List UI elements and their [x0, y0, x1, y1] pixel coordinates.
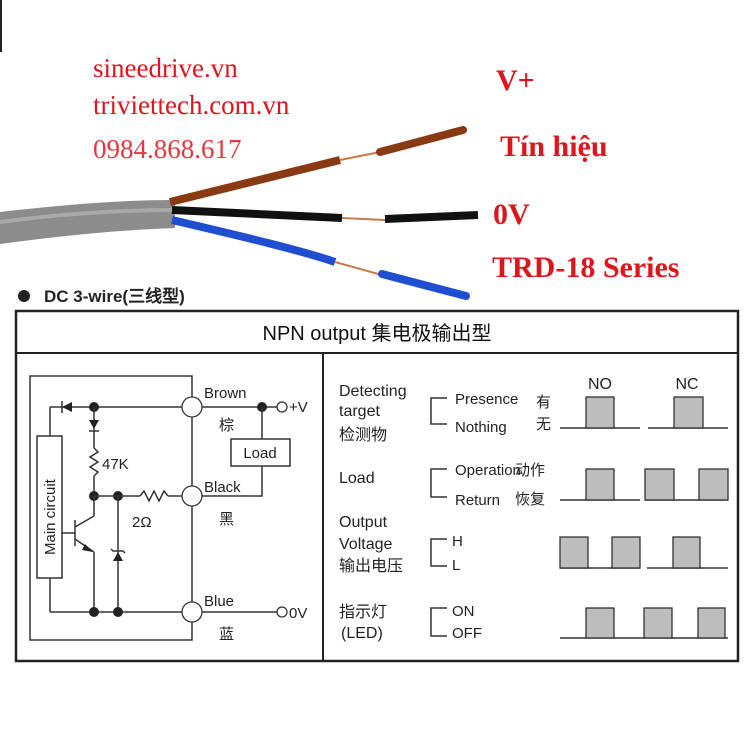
watermark-line: sineedrive.vn — [93, 53, 238, 83]
state-low-cn: 无 — [536, 416, 551, 433]
row-label: (LED) — [341, 625, 383, 642]
brown-wire — [169, 156, 341, 206]
label-vplus: V+ — [496, 64, 535, 97]
resistor-2ohm — [139, 489, 169, 503]
row-label: 输出电压 — [339, 557, 403, 575]
resistor-47k — [88, 447, 100, 477]
row-label: Load — [339, 470, 375, 487]
wiring-table — [14, 309, 740, 663]
state-low: Return — [455, 492, 500, 509]
pulse — [643, 607, 673, 639]
waveform-detecting — [560, 396, 728, 429]
pulse — [585, 607, 615, 639]
resistor-2ohm-label: 2Ω — [132, 514, 152, 531]
blue-cn-label: 蓝 — [219, 626, 234, 643]
pulse — [559, 536, 589, 569]
terminal-black — [181, 485, 203, 507]
state-high-cn: 动作 — [515, 462, 545, 479]
state-high-cn: 有 — [536, 394, 551, 411]
watermark-line: triviettech.com.vn — [93, 90, 290, 120]
bullet-icon — [18, 290, 30, 302]
state-high: Operation — [455, 462, 521, 479]
column-no: NO — [588, 376, 612, 393]
section-heading: DC 3-wire(三线型) — [44, 286, 185, 306]
zero-v-label: 0V — [289, 605, 307, 622]
column-nc: NC — [675, 376, 698, 393]
main-circuit-label: Main circuit — [42, 478, 59, 555]
zener-diode-icon — [113, 552, 123, 561]
terminal-blue — [181, 601, 203, 623]
pulse — [585, 396, 615, 429]
brown-label: Brown — [204, 385, 247, 402]
cable-photo — [0, 126, 479, 300]
load-label: Load — [243, 445, 276, 462]
pulse — [585, 468, 615, 501]
plus-v-label: +V — [289, 399, 308, 416]
cable-jacket — [0, 200, 175, 244]
pulse — [644, 468, 675, 501]
label-signal: Tín hiệu — [500, 130, 608, 163]
state-low-cn: 恢复 — [515, 490, 545, 508]
diode-icon — [89, 420, 99, 429]
waveform-output-voltage — [559, 536, 728, 569]
row-label: Voltage — [339, 536, 392, 553]
waveform-load — [560, 468, 729, 501]
watermark-line: 0984.868.617 — [93, 134, 242, 164]
load-box — [230, 438, 291, 467]
row-label: Detecting — [339, 383, 407, 400]
table-title: NPN output 集电极输出型 — [263, 322, 492, 345]
resistor-47k-label: 47K — [102, 456, 129, 473]
terminal-brown — [181, 396, 203, 418]
pulse — [698, 468, 729, 501]
state-high: H — [452, 533, 463, 550]
black-wire — [171, 206, 343, 222]
state-low: L — [452, 557, 460, 574]
black-label: Black — [204, 479, 241, 496]
row-label: 检测物 — [339, 426, 387, 444]
state-low: Nothing — [455, 419, 507, 436]
blue-label: Blue — [204, 593, 234, 610]
pulse — [697, 607, 726, 639]
black-cn-label: 黑 — [219, 511, 234, 528]
brown-cn-label: 棕 — [219, 417, 234, 434]
series-label: TRD-18 Series — [492, 251, 679, 284]
state-low: OFF — [452, 625, 482, 642]
transistor-icon — [62, 496, 95, 612]
pulse — [673, 396, 704, 429]
circuit-diagram: Main circuit 47K 2Ω — [29, 375, 308, 643]
state-high: Presence — [455, 391, 518, 408]
timing-chart: NO NC Detecting target 检测物 Presence Noth… — [339, 376, 729, 642]
watermark: sineedrive.vn triviettech.com.vn 0984.86… — [93, 53, 290, 164]
diode-icon — [62, 402, 72, 412]
pulse — [611, 536, 641, 569]
state-high: ON — [452, 603, 475, 620]
pulse — [672, 536, 701, 569]
row-label: target — [339, 403, 380, 420]
row-label: Output — [339, 514, 388, 531]
label-0v: 0V — [493, 198, 530, 231]
blue-wire — [171, 216, 337, 266]
row-label: 指示灯 — [339, 603, 387, 621]
waveform-led — [560, 607, 728, 639]
